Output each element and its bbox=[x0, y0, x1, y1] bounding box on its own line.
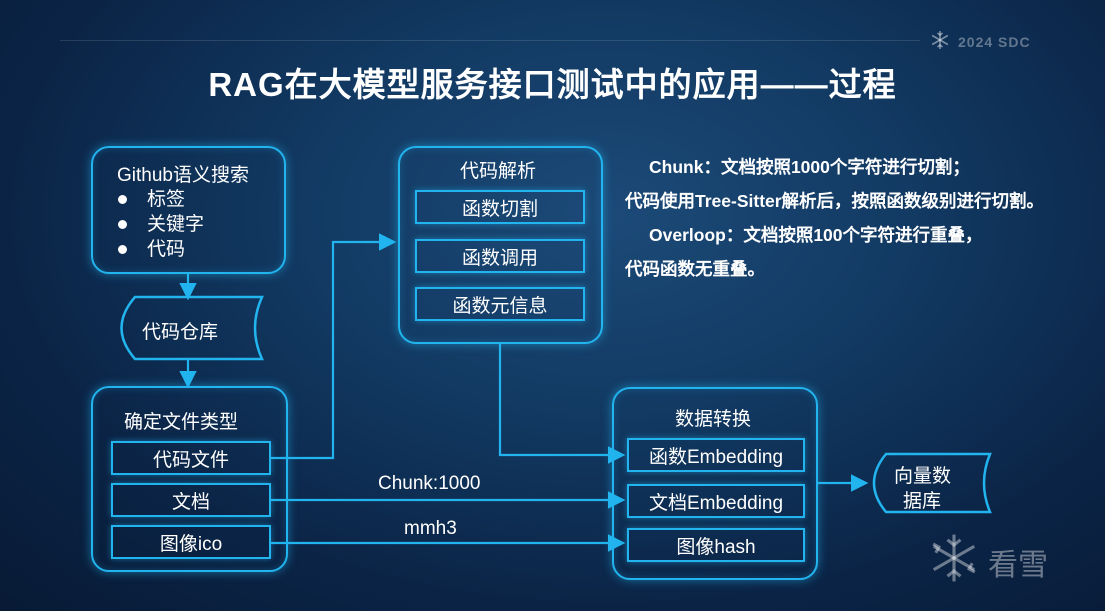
brand-logo: 2024 SDC bbox=[930, 30, 1031, 53]
header-divider bbox=[60, 40, 920, 41]
edge-label-mmh3: mmh3 bbox=[404, 518, 457, 539]
filetype-code: 代码文件 bbox=[111, 441, 271, 475]
code-parse-title: 代码解析 bbox=[460, 161, 537, 182]
parse-func-meta: 函数元信息 bbox=[415, 287, 585, 321]
note-chunk: Chunk：文档按照1000个字符进行切割； bbox=[649, 157, 970, 177]
convert-func-embedding: 函数Embedding bbox=[627, 438, 805, 472]
vectordb-label-line1: 向量数 bbox=[894, 466, 952, 487]
bullet-icon bbox=[118, 195, 127, 204]
snowflake-icon bbox=[930, 30, 950, 53]
data-convert-title: 数据转换 bbox=[675, 409, 752, 430]
github-search-box bbox=[91, 146, 286, 274]
arrow-code-to-parse bbox=[270, 233, 397, 460]
filetype-title: 确定文件类型 bbox=[124, 412, 239, 433]
list-item: 代码 bbox=[118, 237, 204, 262]
note-no-overlap: 代码函数无重叠。 bbox=[625, 259, 765, 279]
filetype-image: 图像ico bbox=[111, 525, 271, 559]
brand-text: 2024 SDC bbox=[958, 33, 1031, 50]
convert-image-hash: 图像hash bbox=[627, 528, 805, 562]
list-item: 关键字 bbox=[118, 212, 204, 237]
github-search-list: 标签 关键字 代码 bbox=[118, 187, 204, 262]
parse-func-split: 函数切割 bbox=[415, 190, 585, 224]
repo-storage-shape bbox=[120, 295, 264, 361]
github-search-title: Github语义搜索 bbox=[117, 165, 249, 186]
list-item: 标签 bbox=[118, 187, 204, 212]
bullet-icon bbox=[118, 220, 127, 229]
page-title: RAG在大模型服务接口测试中的应用——过程 bbox=[208, 66, 897, 103]
bullet-icon bbox=[118, 245, 127, 254]
note-code-split: 代码使用Tree-Sitter解析后，按照函数级别进行切割。 bbox=[625, 191, 1045, 211]
note-overlap: Overloop：文档按照100个字符进行重叠， bbox=[649, 225, 983, 245]
vectordb-label-line2: 据库 bbox=[903, 491, 942, 512]
filetype-box bbox=[91, 386, 288, 572]
notes-text: Chunk：文档按照1000个字符进行切割； 代码使用Tree-Sitter解析… bbox=[625, 150, 1045, 286]
filetype-doc: 文档 bbox=[111, 483, 271, 517]
arrow-parse-to-func-embedding bbox=[498, 344, 626, 464]
code-parse-box bbox=[398, 146, 603, 344]
convert-doc-embedding: 文档Embedding bbox=[627, 484, 805, 518]
repo-label: 代码仓库 bbox=[142, 322, 219, 343]
watermark-text: 看雪 bbox=[988, 549, 1048, 582]
edge-label-chunk: Chunk:1000 bbox=[378, 473, 481, 494]
snowflake-icon bbox=[928, 532, 980, 592]
watermark-logo: 看雪 bbox=[928, 532, 1048, 592]
data-convert-box bbox=[612, 387, 818, 580]
vectordb-storage-shape bbox=[872, 452, 992, 514]
parse-func-call: 函数调用 bbox=[415, 239, 585, 273]
